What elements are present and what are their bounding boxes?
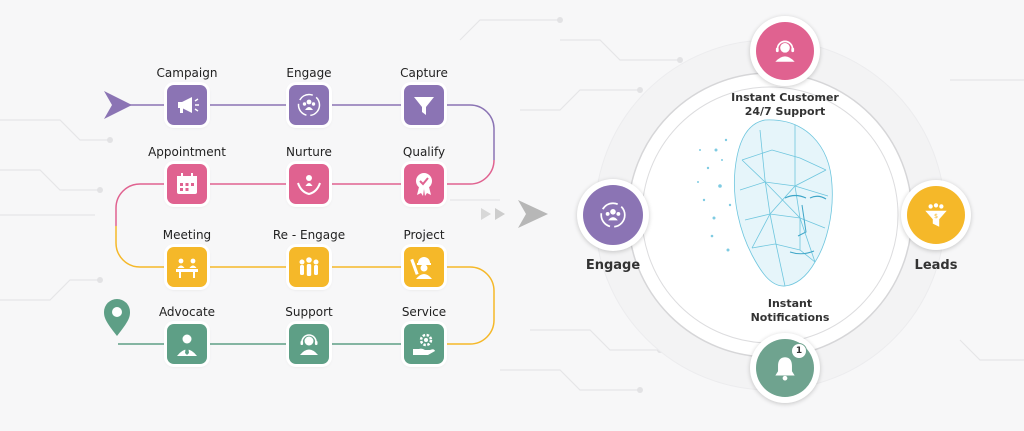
notifications-caption-line1: Instant [767, 297, 813, 310]
flow-chevrons-left [481, 200, 548, 228]
engineer-icon [410, 257, 432, 279]
yellow-connector [115, 226, 495, 345]
calendar-icon [177, 173, 197, 194]
headset-icon [300, 334, 318, 355]
step-tile-campaign[interactable] [167, 85, 207, 125]
location-pin-icon [104, 299, 130, 336]
people-cycle-icon [297, 93, 321, 117]
step-label-nurture: Nurture [286, 145, 332, 159]
step-label-re-engage: Re - Engage [272, 228, 346, 242]
person-tie-icon [177, 334, 197, 356]
meeting-table-icon [176, 258, 198, 278]
hand-gear-icon [413, 333, 435, 355]
notifications-hub-circle[interactable]: 1 [750, 333, 820, 403]
headset-icon [775, 40, 795, 62]
notification-badge: 1 [791, 343, 807, 359]
funnel-icon [414, 97, 434, 115]
step-tile-nurture[interactable] [289, 164, 329, 204]
hands-person-icon [297, 175, 321, 196]
step-tile-engage[interactable] [289, 85, 329, 125]
leads-funnel-icon: $ [925, 203, 947, 227]
step-label-capture: Capture [400, 66, 448, 80]
support-hub-circle[interactable] [750, 16, 820, 86]
bell-icon [775, 357, 795, 381]
ai-face-particles [697, 138, 732, 252]
step-tile-capture[interactable] [404, 85, 444, 125]
step-label-project: Project [403, 228, 445, 242]
step-tile-meeting[interactable] [167, 247, 207, 287]
people-cycle-icon [600, 202, 626, 228]
step-tile-project[interactable] [404, 247, 444, 287]
step-tile-re-engage[interactable] [289, 247, 329, 287]
notifications-caption-line2: Notifications [750, 311, 830, 324]
svg-text:$: $ [934, 212, 938, 220]
step-label-advocate: Advocate [158, 305, 216, 319]
step-label-engage: Engage [286, 66, 332, 80]
step-tile-support[interactable] [289, 324, 329, 364]
step-label-appointment: Appointment [148, 145, 226, 159]
step-tile-advocate[interactable] [167, 324, 207, 364]
support-caption-line1: Instant Customer [731, 91, 839, 104]
step-label-service: Service [401, 305, 447, 319]
step-tile-qualify[interactable] [404, 164, 444, 204]
purple-connector [112, 104, 495, 160]
support-caption: Instant Customer 24/7 Support [716, 91, 854, 119]
leads-hub-label: Leads [914, 258, 958, 273]
badge-check-icon [416, 173, 432, 196]
support-caption-line2: 24/7 Support [744, 105, 826, 118]
step-tile-service[interactable] [404, 324, 444, 364]
step-label-support: Support [285, 305, 333, 319]
step-tile-appointment[interactable] [167, 164, 207, 204]
step-label-meeting: Meeting [162, 228, 212, 242]
leads-hub-circle[interactable]: $ [901, 180, 971, 250]
pink-connector [115, 159, 495, 226]
step-label-campaign: Campaign [156, 66, 218, 80]
engage-hub-circle[interactable] [577, 179, 649, 251]
group-icon [299, 257, 319, 276]
notifications-caption: Instant Notifications [730, 297, 850, 325]
ai-face-illustration [734, 119, 833, 287]
engage-hub-label: Engage [585, 258, 641, 273]
megaphone-icon [178, 97, 199, 113]
step-label-qualify: Qualify [402, 145, 446, 159]
circuit-background [0, 19, 1024, 391]
notification-count: 1 [795, 346, 803, 356]
